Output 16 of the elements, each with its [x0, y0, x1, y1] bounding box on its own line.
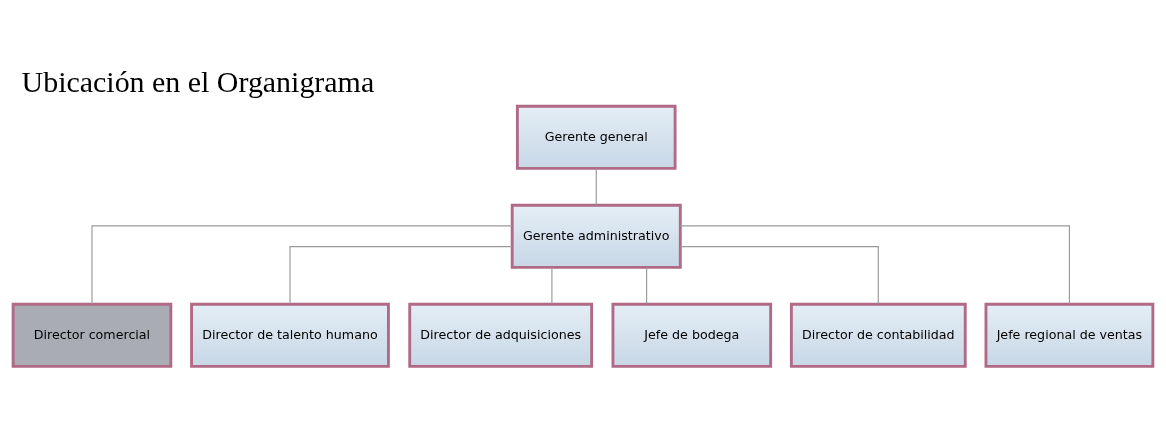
- node-box: Director de contabilidad: [789, 302, 967, 368]
- node-box: Jefe de bodega: [611, 302, 773, 368]
- connector: [289, 246, 513, 305]
- connector: [679, 246, 879, 305]
- node-box: Gerente administrativo: [510, 203, 682, 269]
- connector: [91, 225, 513, 305]
- node-box: Director comercial: [11, 302, 173, 368]
- node-box: Gerente general: [515, 104, 677, 170]
- connector: [679, 225, 1070, 305]
- connector: [595, 168, 597, 206]
- node-box: Director de adquisiciones: [408, 302, 594, 368]
- connector: [646, 267, 648, 305]
- diagram-title: Ubicación en el Organigrama: [21, 65, 375, 99]
- connector: [551, 267, 553, 305]
- node-box: Director de talento humano: [190, 302, 390, 368]
- node-box: Jefe regional de ventas: [984, 302, 1155, 368]
